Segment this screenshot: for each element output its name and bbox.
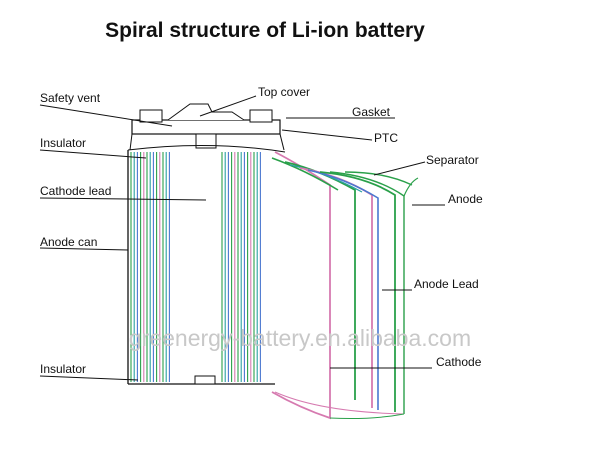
labels: Safety vent Top cover Gasket PTC Insulat… <box>40 85 483 376</box>
label-insulator-bottom: Insulator <box>40 362 86 376</box>
label-insulator-top: Insulator <box>40 136 86 150</box>
label-cathode: Cathode <box>436 355 482 369</box>
anode-can-body <box>127 144 286 385</box>
top-cap <box>129 103 285 151</box>
label-anode: Anode <box>448 192 483 206</box>
diagram-title: Spiral structure of Li-ion battery <box>105 19 425 42</box>
label-anode-can: Anode can <box>40 235 97 249</box>
label-top-cover: Top cover <box>258 85 310 99</box>
watermark-text: greenergy-battery.en.alibaba.com <box>129 325 471 351</box>
label-anode-lead: Anode Lead <box>414 277 479 291</box>
label-safety-vent: Safety vent <box>40 91 101 105</box>
unwound-sheets <box>271 151 419 420</box>
wound-layers-left <box>130 152 170 382</box>
label-gasket: Gasket <box>352 105 391 119</box>
label-cathode-lead: Cathode lead <box>40 184 111 198</box>
leader-lines <box>39 95 445 381</box>
wound-layers-right <box>221 152 261 382</box>
label-ptc: PTC <box>374 131 398 145</box>
label-separator: Separator <box>426 153 479 167</box>
